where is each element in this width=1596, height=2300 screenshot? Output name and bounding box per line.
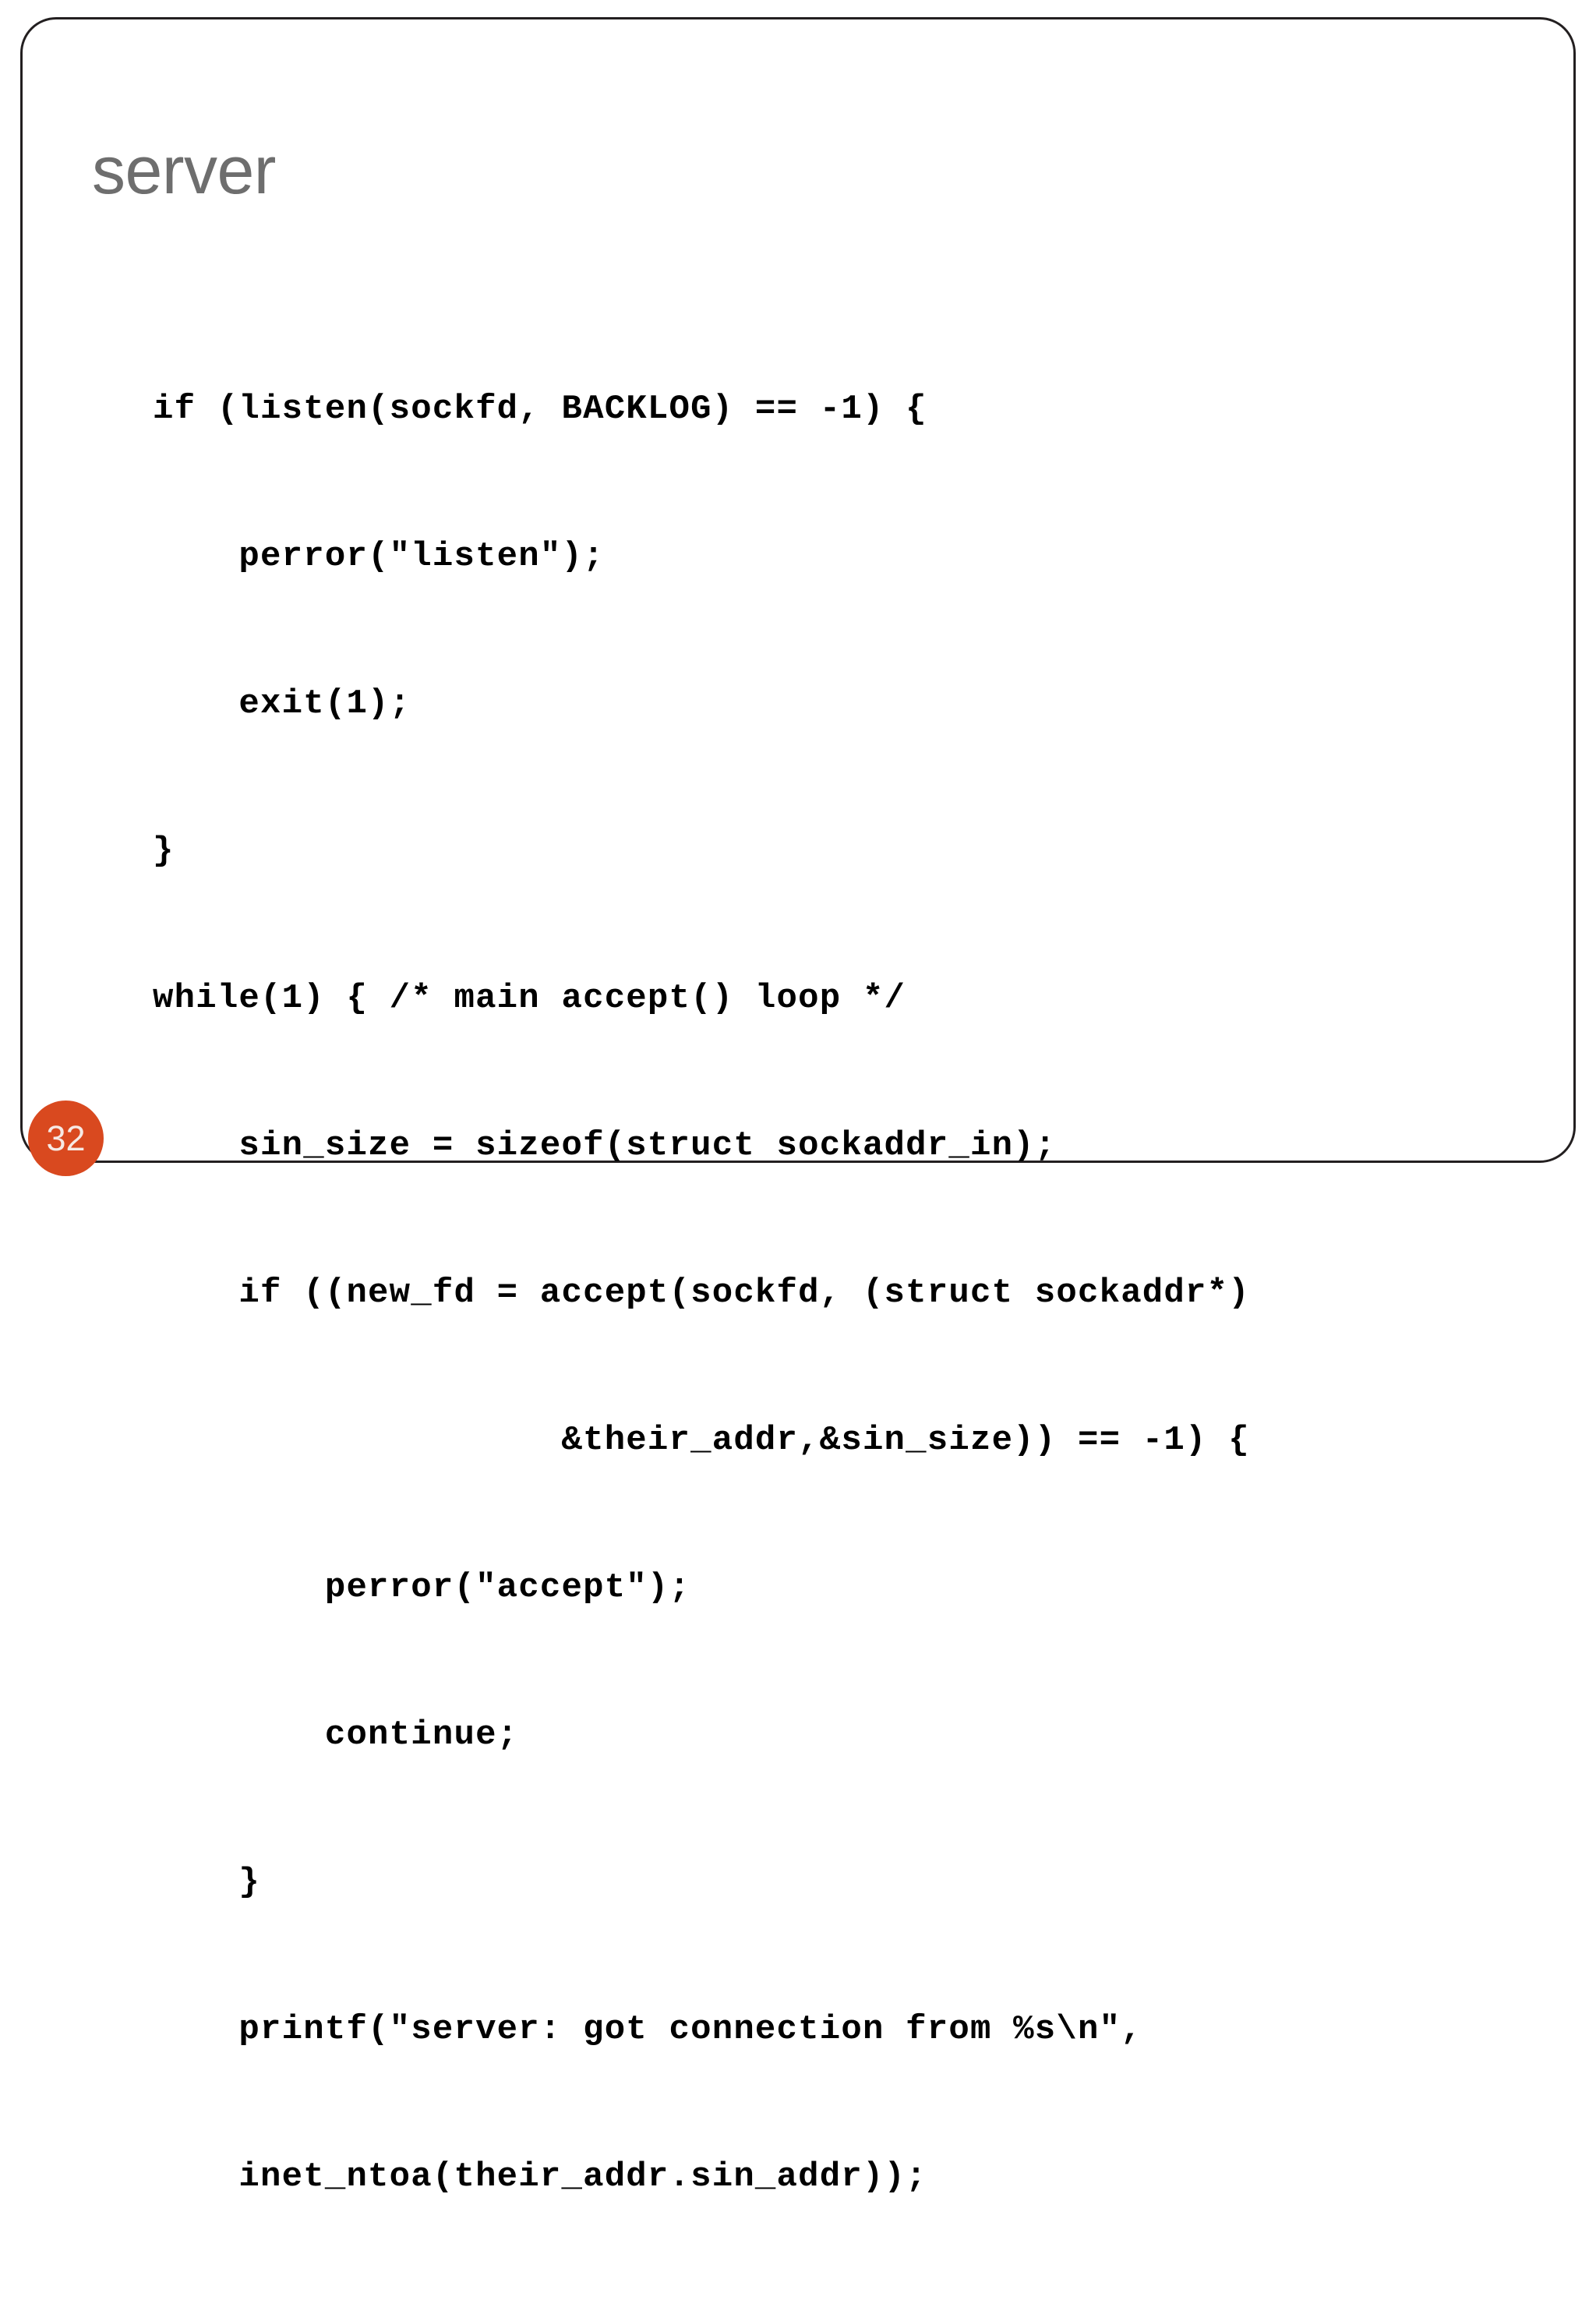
code-line: if ((new_fd = accept(sockfd, (struct soc…	[153, 1274, 1250, 1313]
code-line: inet_ntoa(their_addr.sin_addr));	[153, 2157, 927, 2196]
slide: server if (listen(sockfd, BACKLOG) == -1…	[20, 17, 1576, 2196]
code-line: perror("listen");	[153, 537, 605, 576]
code-line: printf("server: got connection from %s\n…	[153, 2010, 1142, 2049]
code-block: if (listen(sockfd, BACKLOG) == -1) { per…	[153, 287, 1478, 2300]
code-line: }	[153, 1863, 261, 1902]
code-line: }	[153, 832, 175, 871]
page-number-badge: 32	[28, 1101, 104, 1176]
code-line: &their_addr,&sin_size)) == -1) {	[153, 1421, 1250, 1460]
code-line: exit(1);	[153, 684, 411, 723]
code-line: continue;	[153, 1715, 519, 1754]
code-line: while(1) { /* main accept() loop */	[153, 979, 906, 1018]
code-line: if (listen(sockfd, BACKLOG) == -1) {	[153, 390, 927, 429]
code-line: sin_size = sizeof(struct sockaddr_in);	[153, 1126, 1057, 1165]
page-title: server	[92, 133, 276, 208]
code-line: perror("accept");	[153, 1568, 691, 1607]
page-number-label: 32	[46, 1118, 86, 1158]
